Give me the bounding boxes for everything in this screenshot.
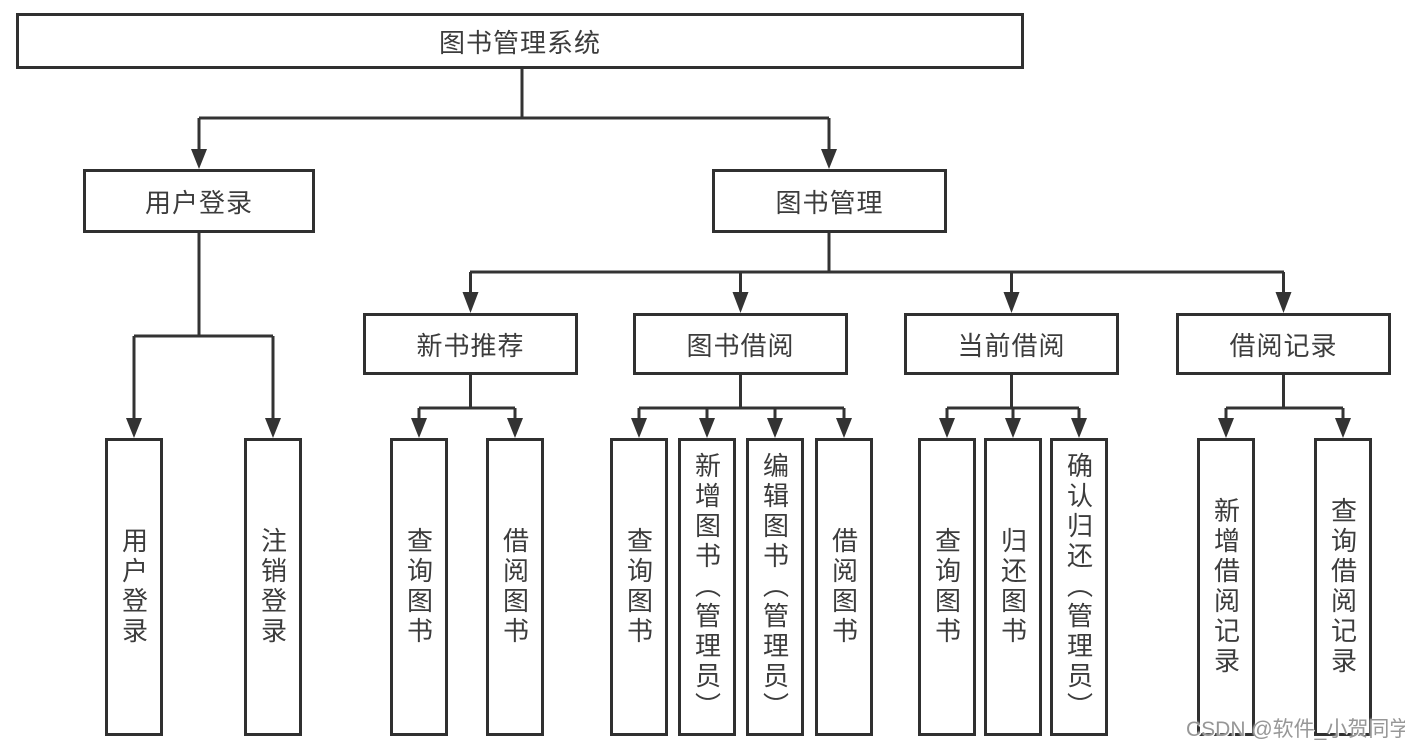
node-user-login-branch: 用户登录 xyxy=(83,169,315,233)
leaf-logout-label: 注销登录 xyxy=(257,527,288,647)
node-book-mgmt-branch-label: 图书管理 xyxy=(775,187,884,218)
node-book-borrow-label: 图书借阅 xyxy=(686,330,795,361)
leaf-borrow-books-label: 借阅图书 xyxy=(828,527,859,647)
leaf-user-login-label: 用户登录 xyxy=(118,527,149,647)
leaf-add-borrow-record-label: 新增借阅记录 xyxy=(1210,497,1241,677)
node-library-system-label: 图书管理系统 xyxy=(438,27,601,58)
leaf-add-books-admin-label: 新增图书（管理员） xyxy=(691,452,722,722)
node-new-book-recommend-label: 新书推荐 xyxy=(416,330,525,361)
leaf-query-books-current-label: 查询图书 xyxy=(931,527,962,647)
connector-new-book-children xyxy=(411,375,523,438)
leaf-borrow-books-recommend: 借阅图书 xyxy=(486,438,544,736)
connector-book-borrow-children xyxy=(631,375,852,438)
node-user-login-branch-label: 用户登录 xyxy=(144,187,253,218)
leaf-query-borrow-record: 查询借阅记录 xyxy=(1314,438,1372,736)
leaf-confirm-return-admin-label: 确认归还（管理员） xyxy=(1063,452,1094,722)
leaf-query-borrow-record-label: 查询借阅记录 xyxy=(1327,497,1358,677)
connector-user-login-children xyxy=(126,233,281,438)
node-current-borrow-label: 当前借阅 xyxy=(957,330,1066,361)
leaf-return-books: 归还图书 xyxy=(984,438,1042,736)
leaf-logout: 注销登录 xyxy=(244,438,302,736)
leaf-edit-books-admin-label: 编辑图书（管理员） xyxy=(759,452,790,722)
leaf-edit-books-admin: 编辑图书（管理员） xyxy=(746,438,804,736)
leaf-add-books-admin: 新增图书（管理员） xyxy=(678,438,736,736)
leaf-borrow-books: 借阅图书 xyxy=(815,438,873,736)
node-new-book-recommend: 新书推荐 xyxy=(363,313,578,375)
connector-book-mgmt-to-level3 xyxy=(462,233,1292,313)
leaf-return-books-label: 归还图书 xyxy=(997,527,1028,647)
leaf-add-borrow-record: 新增借阅记录 xyxy=(1197,438,1255,736)
node-book-borrow: 图书借阅 xyxy=(633,313,848,375)
leaf-user-login: 用户登录 xyxy=(105,438,163,736)
node-library-system: 图书管理系统 xyxy=(16,13,1024,69)
leaf-borrow-books-recommend-label: 借阅图书 xyxy=(499,527,530,647)
connector-current-borrow-children xyxy=(939,375,1087,438)
leaf-query-books-current: 查询图书 xyxy=(918,438,976,736)
connector-root-to-level2 xyxy=(191,69,837,169)
connector-borrow-record-children xyxy=(1218,375,1351,438)
node-current-borrow: 当前借阅 xyxy=(904,313,1119,375)
leaf-query-books-recommend-label: 查询图书 xyxy=(403,527,434,647)
node-borrow-record-label: 借阅记录 xyxy=(1229,330,1338,361)
leaf-confirm-return-admin: 确认归还（管理员） xyxy=(1050,438,1108,736)
leaf-query-books-recommend: 查询图书 xyxy=(390,438,448,736)
node-book-mgmt-branch: 图书管理 xyxy=(712,169,947,233)
watermark: CSDN @软件_小贺同学 xyxy=(1186,718,1405,741)
leaf-query-books-borrow: 查询图书 xyxy=(610,438,668,736)
node-borrow-record: 借阅记录 xyxy=(1176,313,1391,375)
leaf-query-books-borrow-label: 查询图书 xyxy=(623,527,654,647)
